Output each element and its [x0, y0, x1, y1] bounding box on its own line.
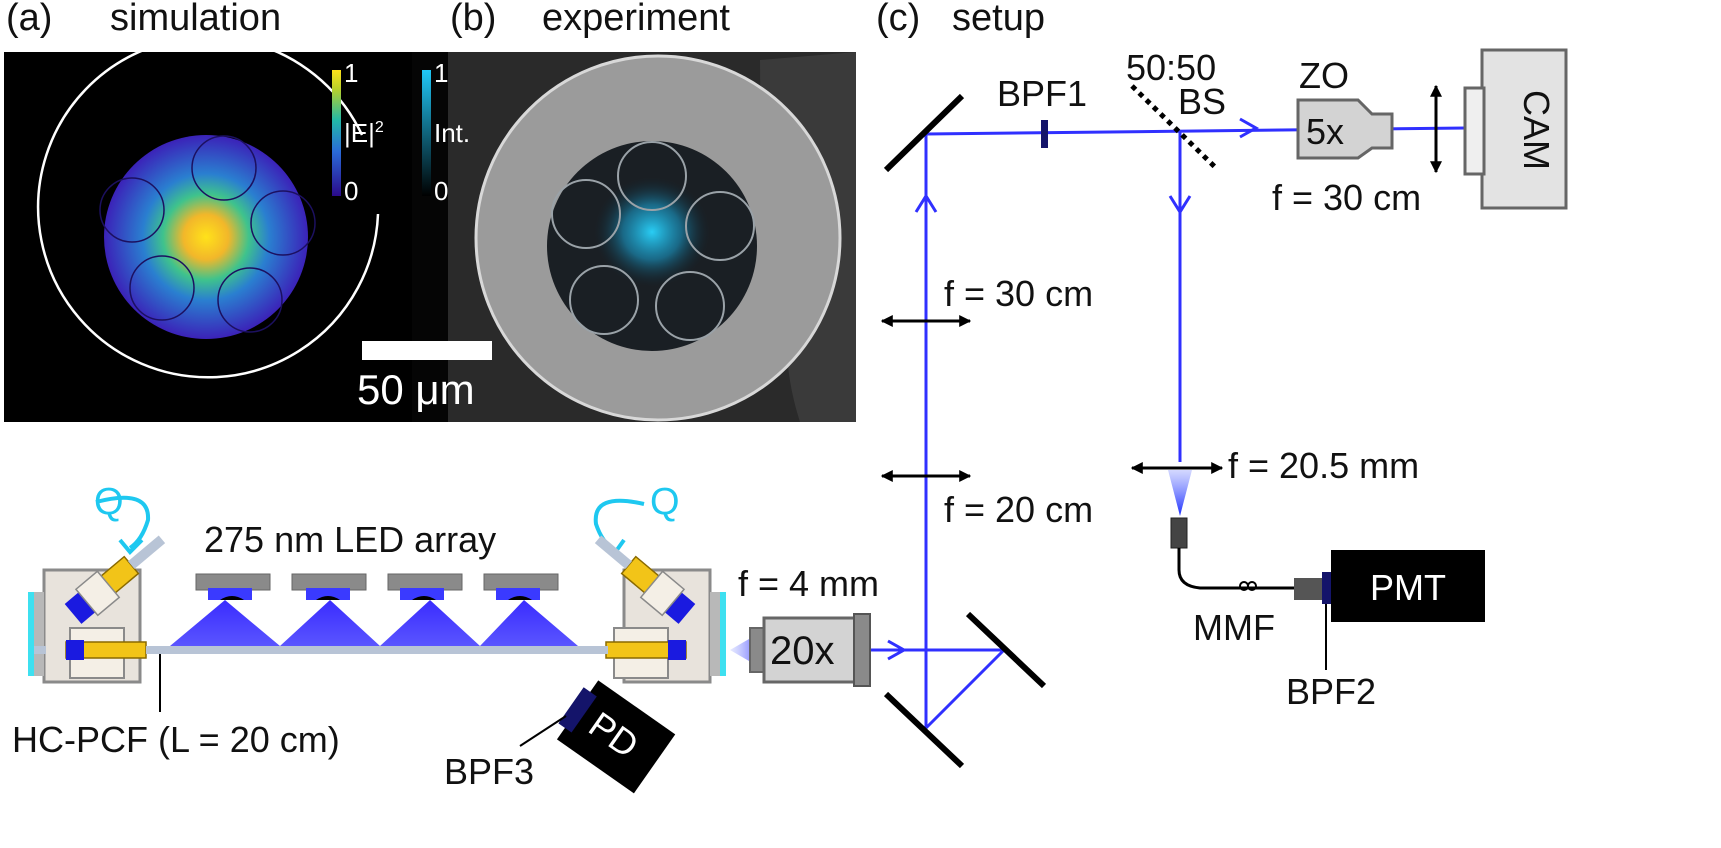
photodiode: PD: [556, 680, 676, 794]
left-window: [28, 592, 34, 676]
objective-20x-label: 20x: [770, 629, 835, 673]
experiment-panel: 1 0 Int. 50 μm: [357, 52, 856, 422]
camera-port: [1463, 86, 1486, 176]
colorbar-exp-label: Int.: [434, 118, 470, 148]
lens-20cm-label: f = 20 cm: [944, 489, 1093, 530]
setup-panel: 50:50 BS BPF1 5x ZO f = 30 cm CAM f = 30…: [870, 47, 1568, 769]
gas-inlet-label: Q: [94, 481, 124, 523]
mmf-label: MMF: [1193, 607, 1275, 648]
scale-bar-label: 50 μm: [357, 366, 475, 413]
core-mode-field: [104, 135, 308, 339]
simulation-panel: 1 0 |E|2: [4, 36, 448, 422]
pmt-label: PMT: [1370, 567, 1446, 608]
colorbar-experiment: [422, 70, 431, 196]
bpf1-label: BPF1: [997, 73, 1087, 114]
fiber-capillaries: [551, 141, 755, 341]
bpf1-filter: [1041, 120, 1048, 148]
colorbar-exp-min: 0: [434, 176, 448, 206]
cladding-outline: [36, 36, 380, 379]
bs-label: BS: [1178, 81, 1226, 122]
colorbar-sim-min: 0: [344, 176, 358, 206]
bpf2-filter: [1322, 572, 1331, 604]
beam-arrows: [887, 117, 1260, 661]
gas-outlet-label: Q: [650, 481, 680, 523]
colorbar-sim-max: 1: [344, 58, 358, 88]
zo-magnification: 5x: [1306, 111, 1344, 152]
lens-cam-label: f = 30 cm: [1272, 177, 1421, 218]
bpf2-label: BPF2: [1286, 671, 1376, 712]
panel-c-title: setup: [952, 0, 1045, 39]
focus-cone: [1168, 470, 1192, 516]
lens-20-5mm-label: f = 20.5 mm: [1228, 445, 1419, 486]
zo-label: ZO: [1299, 55, 1349, 96]
led-array-label: 275 nm LED array: [204, 519, 496, 560]
lens-30cm-label: f = 30 cm: [944, 273, 1093, 314]
fiber-label: HC-PCF (L = 20 cm): [12, 719, 340, 760]
right-window: [720, 592, 726, 676]
hollow-core-fiber: [146, 646, 608, 654]
capillary-rings: [99, 135, 316, 333]
camera-body: [1480, 48, 1568, 210]
pmt-fiber-port: [1294, 578, 1324, 600]
bs-ratio-label: 50:50: [1126, 47, 1216, 88]
colorbar-simulation: [332, 70, 341, 196]
camera-label: CAM: [1516, 90, 1557, 170]
scale-bar: [362, 341, 492, 360]
multimode-fiber: [1177, 548, 1294, 590]
bpf3-label: BPF3: [444, 751, 534, 792]
colorbar-sim-label: |E|2: [344, 118, 384, 148]
panel-a-title: simulation: [110, 0, 281, 39]
panel-c-letter: (c): [876, 0, 920, 39]
led-array: [170, 573, 578, 646]
zoom-objective: [1296, 98, 1394, 160]
colorbar-exp-max: 1: [434, 58, 448, 88]
panel-a-letter: (a): [6, 0, 52, 39]
mirrors: [883, 93, 1047, 769]
fiber-cell-panel: Q Q HC-PCF (L: [12, 481, 879, 794]
mmf-connector: [1170, 517, 1188, 549]
pmt-body: [1331, 550, 1485, 622]
panel-b-letter: (b): [450, 0, 496, 39]
measured-mode: [594, 177, 710, 287]
lens-4mm-label: f = 4 mm: [738, 563, 879, 604]
panel-b-title: experiment: [542, 0, 730, 39]
beam-path: [870, 126, 1467, 730]
